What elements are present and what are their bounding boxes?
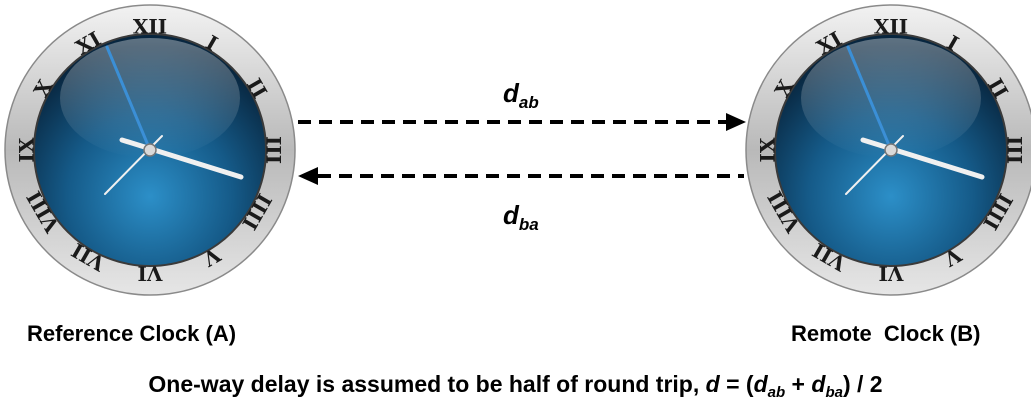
reverse-arrowhead	[298, 167, 318, 185]
forward-arrowhead	[726, 113, 746, 131]
center-pin	[143, 143, 157, 157]
formula-equals: = (	[719, 371, 754, 397]
formula-suffix: ) / 2	[842, 371, 883, 397]
clock-glass-shine	[801, 38, 981, 158]
delay-subscript: ab	[518, 93, 539, 112]
formula-term2-sub: ba	[825, 384, 843, 401]
clock-numeral: XII	[874, 15, 908, 39]
clock-numeral: IX	[15, 137, 39, 162]
clock-numeral: IX	[756, 137, 780, 162]
clock-numeral: III	[262, 136, 286, 164]
one-way-delay-formula: One-way delay is assumed to be half of r…	[0, 371, 1031, 401]
delay-label-ab: dab	[503, 80, 539, 111]
clock-glass-shine	[60, 38, 240, 158]
formula-term1: d	[753, 371, 768, 397]
delay-label-ba: dba	[503, 202, 539, 233]
clock-numeral: VI	[138, 262, 164, 286]
formula-lhs: d	[705, 371, 720, 397]
hour-hand	[860, 137, 985, 180]
clock-numeral: III	[1003, 136, 1027, 164]
clock-numeral: VI	[879, 262, 905, 286]
formula-plus: +	[785, 371, 812, 397]
minute-hand	[105, 45, 152, 152]
formula-term2: d	[811, 371, 826, 397]
remote-clock-caption: Remote Clock (B)	[791, 321, 981, 346]
clock-numeral: XII	[133, 15, 167, 39]
formula-term1-sub: ab	[767, 384, 786, 401]
center-pin	[884, 143, 898, 157]
hour-hand	[119, 137, 244, 180]
delay-symbol: d	[503, 200, 519, 230]
formula-prefix: One-way delay is assumed to be half of r…	[148, 371, 706, 397]
minute-hand	[846, 45, 893, 152]
delay-symbol: d	[503, 78, 519, 108]
reference-clock-caption: Reference Clock (A)	[27, 321, 237, 346]
delay-subscript: ba	[518, 215, 539, 234]
